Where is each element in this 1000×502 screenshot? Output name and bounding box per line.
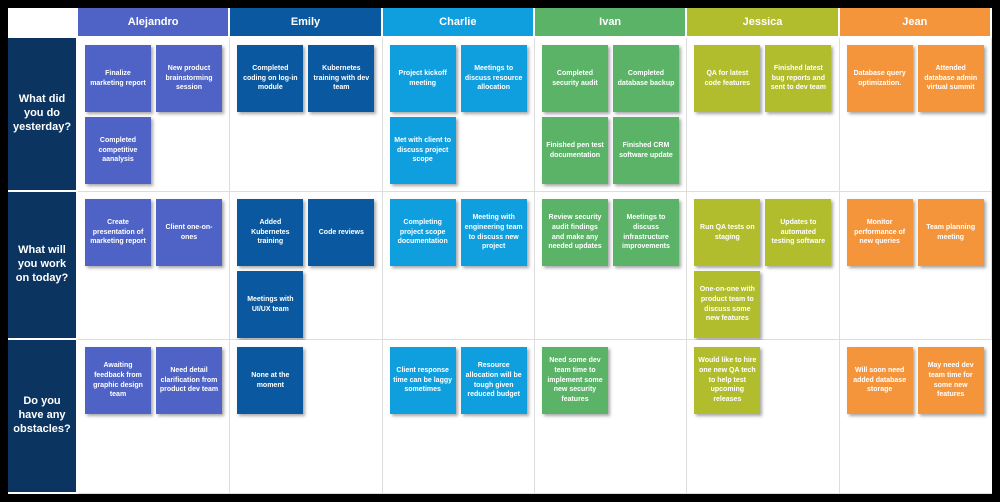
sticky-note[interactable]: Completed security audit [541, 45, 608, 112]
cell-alejandro-row2: Awaiting feedback from graphic design te… [78, 340, 231, 494]
sticky-note[interactable]: Completed coding on log-in module [237, 45, 304, 112]
sticky-note[interactable]: Database query optimization. [846, 45, 913, 112]
sticky-note[interactable]: Resource allocation will be tough given … [460, 347, 527, 414]
sticky-note[interactable]: One-on-one with product team to discuss … [694, 271, 761, 338]
sticky-note[interactable]: Meetings to discuss resource allocation [460, 45, 527, 112]
sticky-note[interactable]: Project kickoff meeting [389, 45, 456, 112]
sticky-note[interactable]: Attended database admin virtual summit [917, 45, 984, 112]
sticky-note[interactable]: Finished CRM software update [612, 117, 679, 184]
sticky-note[interactable]: Create presentation of marketing report [85, 199, 151, 266]
cell-jean-row0: Database query optimization.Attended dat… [839, 38, 992, 192]
sticky-note[interactable]: Met with client to discuss project scope [389, 117, 456, 184]
sticky-note[interactable]: Client one-on-ones [156, 199, 222, 266]
sticky-note[interactable]: Finished pen test documentation [541, 117, 608, 184]
sticky-note[interactable]: Awaiting feedback from graphic design te… [85, 347, 151, 414]
sticky-note[interactable]: Code reviews [308, 199, 375, 266]
sticky-note[interactable]: Need some dev team time to implement som… [541, 347, 608, 414]
sticky-note[interactable]: Finalize marketing report [85, 45, 151, 112]
sticky-note[interactable]: Meetings to discuss infrastructure impro… [612, 199, 679, 266]
sticky-note[interactable]: Will soon need added database storage [846, 347, 913, 414]
sticky-note[interactable]: Monitor performance of new queries [846, 199, 913, 266]
column-header-jessica: Jessica [687, 8, 838, 36]
cell-ivan-row1: Review security audit findings and make … [534, 192, 688, 340]
column-header-emily: Emily [230, 8, 381, 36]
sticky-note[interactable]: None at the moment [237, 347, 304, 414]
sticky-note[interactable]: Added Kubernetes training [237, 199, 304, 266]
sticky-note[interactable]: Would like to hire one new QA tech to he… [694, 347, 761, 414]
cell-charlie-row2: Client response time can be laggy someti… [382, 340, 535, 494]
cell-ivan-row2: Need some dev team time to implement som… [534, 340, 688, 494]
sticky-note[interactable]: Updates to automated testing software [765, 199, 832, 266]
sticky-note[interactable]: Meeting with engineering team to discuss… [460, 199, 527, 266]
sticky-note[interactable]: Meetings with UI/UX team [237, 271, 304, 338]
row-question-2: Do you have any obstacles? [8, 340, 76, 492]
sticky-note[interactable]: Team planning meeting [917, 199, 984, 266]
column-header-ivan: Ivan [534, 8, 686, 36]
cell-jessica-row2: Would like to hire one new QA tech to he… [687, 340, 840, 494]
column-header-charlie: Charlie [382, 8, 533, 36]
column-header-alejandro: Alejandro [78, 8, 229, 36]
sticky-note[interactable]: New product brainstorming session [156, 45, 222, 112]
sticky-note[interactable]: QA for latest code features [694, 45, 761, 112]
sticky-note[interactable]: Completed competitive aanalysis [85, 117, 151, 184]
sticky-note[interactable]: Completing project scope documentation [389, 199, 456, 266]
sticky-note[interactable]: Run QA tests on staging [694, 199, 761, 266]
row-question-1: What will you work on today? [8, 192, 76, 338]
sticky-note[interactable]: Review security audit findings and make … [541, 199, 608, 266]
sticky-note[interactable]: Client response time can be laggy someti… [389, 347, 456, 414]
sticky-note[interactable]: May need dev team time for some new feat… [917, 347, 984, 414]
column-header-jean: Jean [839, 8, 990, 36]
sticky-note[interactable]: Completed database backup [612, 45, 679, 112]
cell-emily-row2: None at the moment [230, 340, 383, 494]
sticky-note[interactable]: Kubernetes training with dev team [308, 45, 375, 112]
board-corner [8, 8, 78, 38]
sticky-note[interactable]: Need detail clarification from product d… [156, 347, 222, 414]
row-question-0: What did you do yesterday? [8, 38, 76, 190]
sticky-note[interactable]: Finished latest bug reports and sent to … [765, 45, 832, 112]
